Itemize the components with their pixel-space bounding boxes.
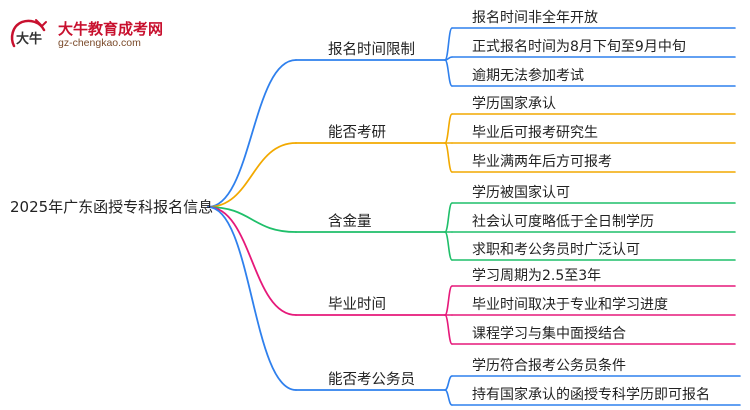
root-node: 2025年广东函授专科报名信息	[10, 198, 214, 216]
leaf-connector	[444, 59, 453, 87]
leaf-node: 学历符合报考公务员条件	[472, 358, 626, 374]
leaf-node: 学历被国家认可	[472, 185, 570, 201]
branch-connector	[207, 206, 297, 233]
leaf-connector	[444, 285, 453, 316]
leaf-connector	[444, 142, 453, 173]
branch-connector	[207, 206, 297, 316]
branch-connector	[207, 142, 297, 208]
branch-connector	[207, 206, 297, 391]
leaf-node: 逾期无法参加考试	[472, 68, 584, 84]
branch-connector	[207, 59, 297, 208]
leaf-connector	[444, 202, 453, 233]
branch-node: 含金量	[328, 214, 372, 230]
branch-node: 能否考公务员	[328, 372, 415, 388]
leaf-connector	[444, 314, 453, 345]
leaf-connector	[444, 231, 453, 261]
leaf-node: 毕业后可报考研究生	[472, 125, 598, 141]
bull-logo-icon: 大牛	[10, 19, 47, 48]
leaf-node: 学历国家承认	[472, 96, 556, 112]
leaf-connector	[444, 389, 453, 406]
branch-node: 毕业时间	[328, 297, 386, 313]
leaf-node: 课程学习与集中面授结合	[472, 326, 626, 342]
leaf-node: 正式报名时间为8月下旬至9月中旬	[472, 39, 686, 55]
leaf-connector	[444, 113, 453, 144]
logo-mark-text: 大牛	[16, 31, 42, 47]
branch-node: 报名时间限制	[328, 42, 415, 58]
leaf-node: 求职和考公务员时广泛认可	[472, 242, 640, 258]
leaf-connector	[444, 27, 453, 61]
leaf-connector	[444, 375, 453, 391]
logo-url: gz-chengkao.com	[58, 37, 141, 49]
leaf-node: 学习周期为2.5至3年	[472, 268, 602, 284]
leaf-node: 社会认可度略低于全日制学历	[472, 214, 654, 230]
leaf-node: 持有国家承认的函授专科学历即可报名	[472, 387, 710, 403]
logo-title: 大牛教育成考网	[58, 20, 164, 38]
site-logo[interactable]: 大牛 大牛教育成考网 gz-chengkao.com	[8, 14, 188, 54]
leaf-node: 报名时间非全年开放	[472, 10, 598, 26]
leaf-node: 毕业时间取决于专业和学习进度	[472, 297, 668, 313]
leaf-node: 毕业满两年后方可报考	[472, 154, 612, 170]
branch-node: 能否考研	[328, 125, 386, 141]
